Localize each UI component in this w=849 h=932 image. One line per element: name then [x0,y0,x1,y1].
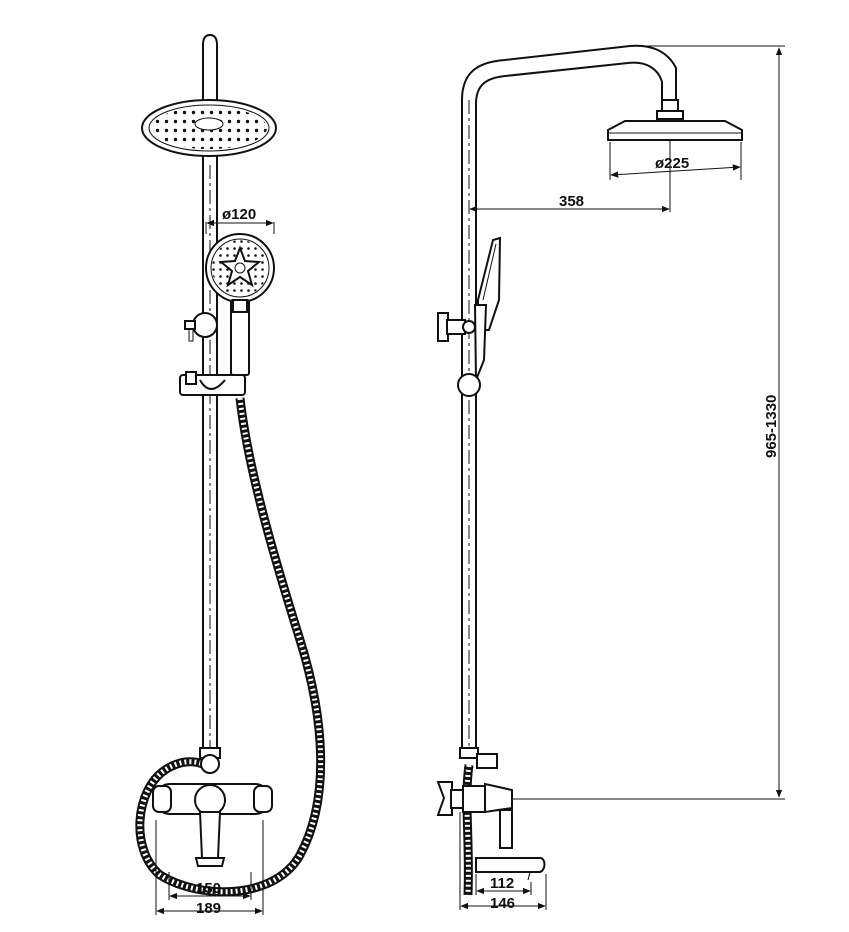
hand-shower-side [473,236,502,381]
rail-knob-side [437,312,481,397]
dim-arm-reach: 358 [559,193,584,210]
dim-height-range: 965-1330 [763,395,780,458]
front-dimension-120: ø120 [205,206,275,234]
hose-side [462,764,474,896]
side-dimension-358: 358 [469,140,671,213]
front-dimension-150-189: 150 189 [155,820,264,917]
dim-mixer-width-inner: 150 [196,880,221,897]
mixer-body-front [152,783,273,867]
lower-connector-side [459,747,498,769]
side-dimension-225: ø225 [609,142,742,180]
hand-shower-front [205,233,275,376]
slide-bracket-front [179,371,246,396]
side-dimension-965-1330: 965-1330 [512,45,785,800]
dim-rain-shower-diameter: ø225 [655,155,689,172]
side-view: ø225 358 965-1330 112 146 [436,44,785,912]
dim-spout-depth-outer: 146 [490,895,515,912]
hose [135,397,326,897]
rain-shower-head-front [141,99,277,157]
dim-hand-shower-diameter: ø120 [222,206,256,223]
riser-and-arm-side [461,44,677,750]
rail-knob-front [184,312,218,342]
rain-shower-head-side [607,99,743,141]
dim-mixer-width-outer: 189 [196,900,221,917]
mixer-body-side [436,781,546,881]
front-view: ø120 150 189 [135,33,326,917]
side-dimension-112-146: 112 146 [459,812,547,912]
lower-connector-front [199,747,221,774]
dim-spout-depth-inner: 112 [490,875,514,892]
